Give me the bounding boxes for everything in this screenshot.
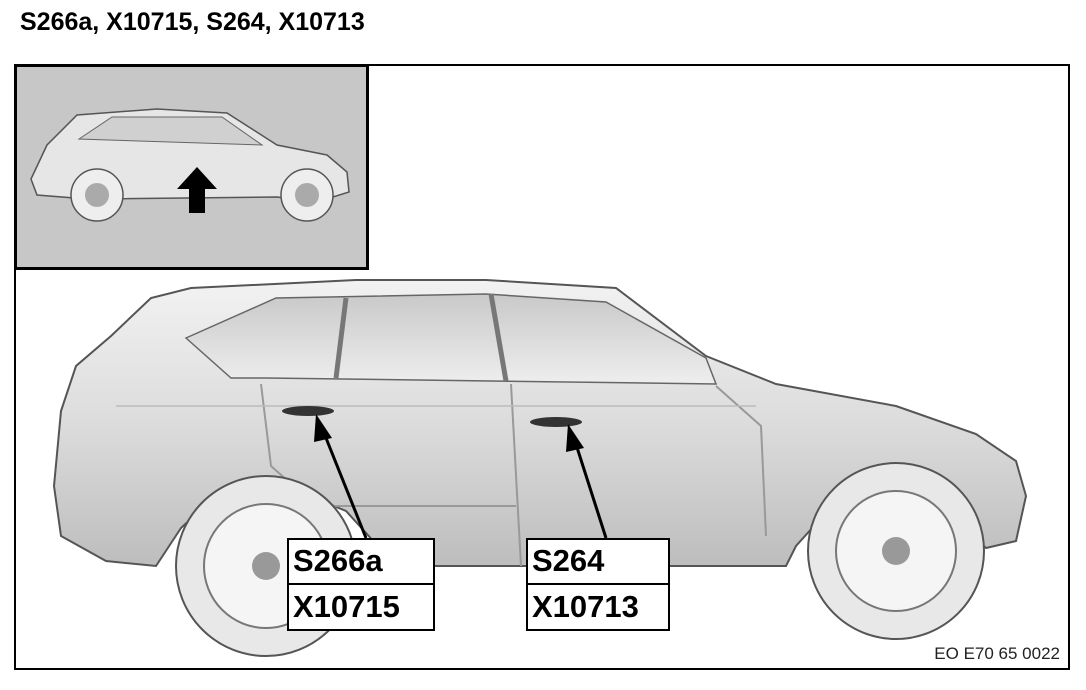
connector-label: S264: [528, 540, 668, 585]
connector-label: X10713: [532, 588, 639, 624]
up-arrow-icon: [177, 167, 217, 213]
pointer-arrow-s264: [566, 424, 608, 539]
connector-label: S266a: [289, 540, 433, 585]
front-door-handle: [530, 417, 582, 427]
front-wheel: [807, 462, 985, 640]
pointer-arrow-s266a: [314, 414, 368, 539]
figure-code: EO E70 65 0022: [934, 644, 1060, 663]
connector-label: X10715: [293, 588, 400, 624]
overview-inset: [14, 64, 369, 270]
car-windows: [184, 293, 718, 385]
overview-vehicle: [30, 108, 350, 222]
rear-door-handle: [282, 406, 334, 416]
callout-s264: S264 X10713: [526, 538, 670, 631]
callout-s266a: S266a X10715: [287, 538, 435, 631]
page-title: S266a, X10715, S264, X10713: [20, 8, 365, 36]
